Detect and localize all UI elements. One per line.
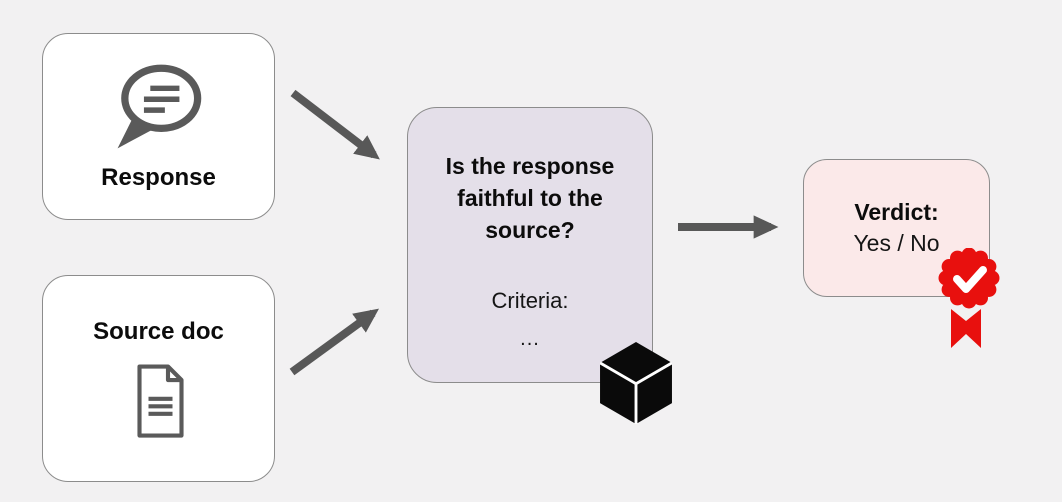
judge-criteria-label: Criteria: [491, 288, 569, 313]
response-node-label: Response [101, 163, 216, 191]
arrow-source-to-judge [289, 308, 380, 376]
response-node: Response [42, 33, 275, 220]
verdict-label: Verdict: [854, 199, 939, 225]
judge-criteria-ellipsis: ... [520, 328, 540, 350]
verdict-node: Verdict: Yes / No [803, 159, 990, 297]
judge-question: Is the response faithful to the source? [445, 153, 615, 243]
source-doc-node-label: Source doc [93, 318, 224, 346]
award-ribbon-icon [937, 247, 1001, 349]
document-icon [129, 363, 189, 439]
speech-bubble-icon [113, 61, 204, 152]
cube-icon [599, 342, 673, 424]
arrow-response-to-judge [290, 89, 380, 160]
verdict-value: Yes / No [853, 230, 940, 256]
judge-node: Is the response faithful to the source? … [407, 107, 653, 383]
source-doc-node: Source doc [42, 275, 275, 482]
